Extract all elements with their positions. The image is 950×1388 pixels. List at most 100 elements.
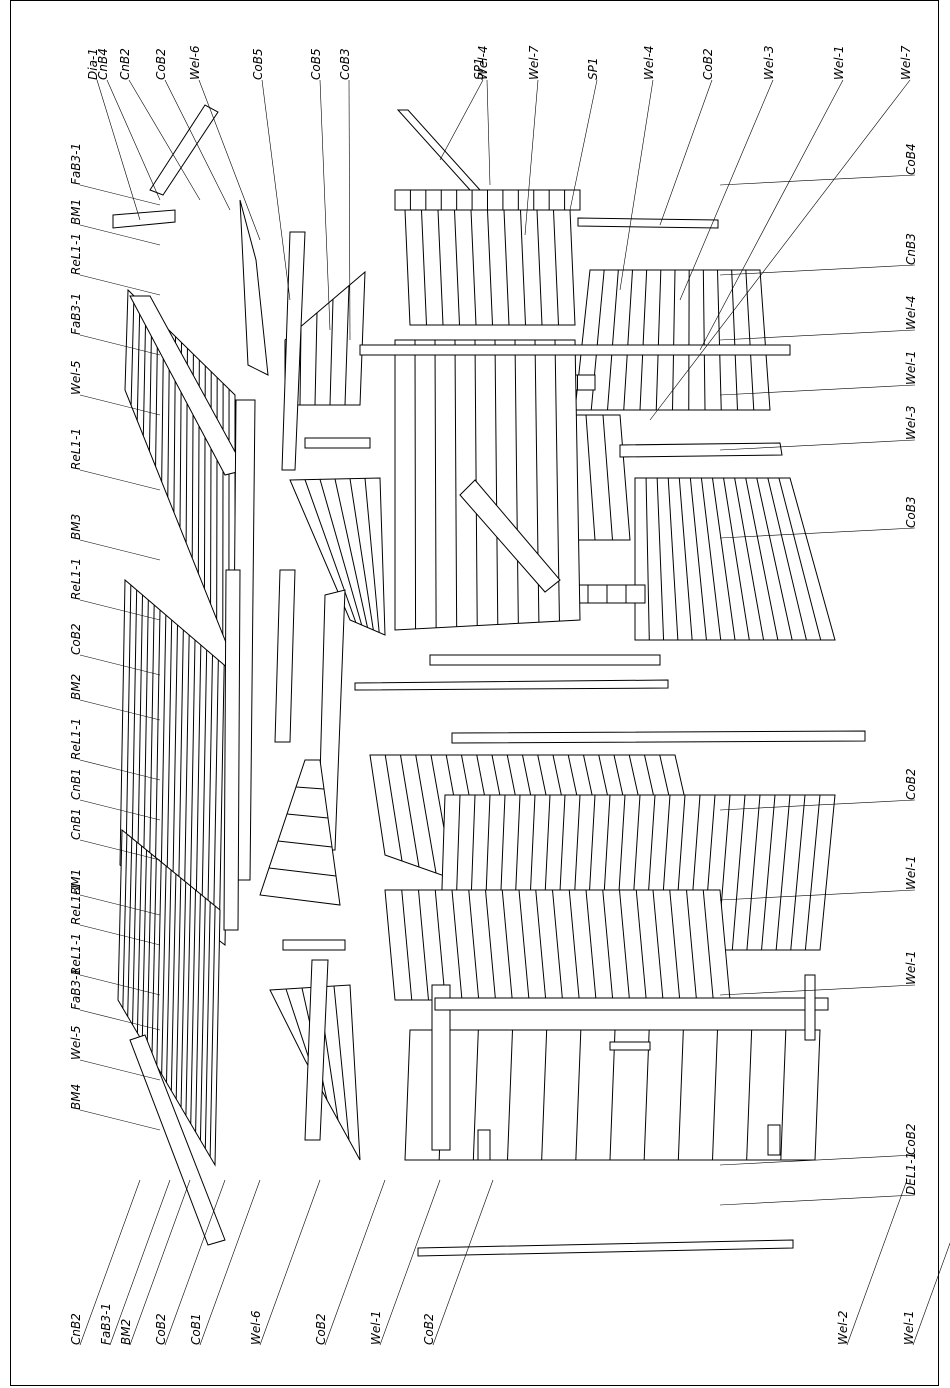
roof-panel-lower-slat [767, 477, 807, 641]
top-leader-15 [699, 79, 844, 351]
roof-panel-lower-slat [700, 477, 722, 641]
wel-rail-2 [619, 442, 783, 458]
roof-panel-lower-slat [745, 477, 779, 641]
right-leader-2 [719, 329, 916, 341]
right-leader-4 [719, 439, 916, 451]
lower-wall-panel-slat [686, 889, 697, 1001]
side-wall-upper-slat [142, 307, 147, 436]
top-leader-16 [649, 79, 911, 421]
left-leader-1 [79, 224, 161, 246]
lower-wall-panel-slat [418, 889, 429, 1001]
left-label-15: ReL1-1 [69, 933, 83, 975]
bottom-label-0: CnB2 [69, 1313, 83, 1345]
cob2-long-beam [451, 730, 866, 744]
top-label-7: CoB3 [338, 48, 352, 80]
lower-wall-panel-slat [585, 889, 597, 1001]
roof-panel-upper-slat [731, 269, 738, 411]
top-leader-10 [524, 79, 539, 236]
door-panel-slat [507, 1029, 513, 1161]
side-wall-lower-slat [151, 857, 157, 1058]
top-label-1: CnB4 [96, 48, 110, 80]
roof-panel-upper-slat [717, 269, 722, 411]
top-label-15: Wel-1 [832, 45, 846, 80]
leader-lines [79, 79, 950, 1346]
roof-panel-lower-slat [778, 477, 822, 641]
back-wall-frame-slat [554, 339, 560, 622]
left-leader-4 [79, 394, 161, 416]
side-wall-middle-slat [207, 654, 213, 932]
lower-wall-panel [384, 889, 731, 1001]
cob1-post [304, 959, 329, 1141]
rear-wall-panel-slat [400, 754, 420, 868]
top-label-12: Wel-4 [642, 45, 656, 80]
side-wall-lower-slat [199, 897, 206, 1141]
bottom-label-7: Wel-1 [369, 1310, 383, 1345]
triangle-frame-b [289, 477, 386, 636]
side-wall-lower-slat [166, 869, 172, 1083]
side-wall-middle-slat [160, 614, 167, 897]
door-top-beam [434, 997, 829, 1011]
triangle-frame-a-slat [344, 285, 350, 406]
roof-panel-upper-slat [655, 269, 662, 411]
right-label-8: Wel-1 [904, 950, 918, 985]
roof-panel-lower-slat [689, 477, 707, 641]
lower-wall-panel-slat [501, 889, 513, 1001]
door-left-post [431, 984, 451, 1151]
right-label-7: Wel-1 [904, 855, 918, 890]
left-label-16: FaB3-1 [69, 968, 83, 1010]
side-wall-lower-slat [190, 889, 196, 1124]
side-wall-upper-slat [130, 295, 135, 406]
bottom-label-5: Wel-6 [249, 1310, 263, 1345]
left-leader-11 [79, 799, 161, 821]
gable-frame-upper-slat [536, 209, 543, 326]
side-wall-lower-slat [170, 873, 177, 1091]
door-panel-slat [712, 1029, 718, 1161]
front-wall-panel-slat [746, 794, 761, 951]
roof-panel-lower-slat [723, 477, 750, 641]
top-label-10: Wel-7 [527, 45, 541, 80]
gable-frame-upper [404, 209, 576, 326]
left-leader-13 [79, 894, 161, 916]
back-wall-frame-slat [434, 339, 437, 628]
lower-wall-panel-slat [434, 889, 446, 1001]
wel2-bottom-beam [417, 1239, 794, 1257]
side-wall-lower-slat [161, 865, 167, 1075]
wel-short [304, 437, 371, 449]
door-panel-slat [609, 1029, 616, 1161]
roof-panel-upper-slat [639, 269, 648, 411]
roof-panel-upper-slat [607, 269, 619, 411]
roof-panel-lower-slat [734, 477, 765, 641]
left-label-0: FaB3-1 [69, 143, 83, 185]
side-wall-middle-slat [177, 629, 184, 910]
fab3-long-lower [129, 1034, 226, 1246]
wel-rail-1 [359, 344, 791, 356]
side-wall-lower-slat [136, 845, 143, 1034]
side-wall-middle-slat [195, 644, 202, 923]
top-leader-8 [439, 79, 484, 161]
top-leader-0 [96, 79, 141, 221]
right-label-4: Wel-3 [904, 405, 918, 440]
left-label-2: ReL1-1 [69, 233, 83, 275]
side-wall-middle-slat [154, 609, 161, 892]
bm-post [274, 569, 296, 743]
left-label-14: ReL1-1 [69, 883, 83, 925]
right-label-6: CoB2 [904, 768, 918, 800]
bottom-label-9: Wel-2 [836, 1310, 850, 1345]
bottom-leader-1 [109, 1179, 171, 1346]
right-leader-0 [719, 174, 916, 186]
lower-wall-panel-slat [518, 889, 530, 1001]
roof-panel-lower-slat [712, 477, 736, 641]
triangle-frame-c-outline [259, 759, 341, 906]
sp1-strut [396, 109, 482, 191]
hinge-left-icon [477, 1129, 491, 1161]
side-wall-middle-slat [183, 634, 190, 914]
left-leader-2 [79, 274, 161, 296]
side-wall-lower-slat [209, 905, 216, 1157]
side-wall-lower-slat [185, 885, 192, 1116]
door-right-post [804, 974, 816, 1041]
lower-wall-panel-slat [652, 889, 664, 1001]
top-label-0: Dia-1 [86, 48, 100, 80]
